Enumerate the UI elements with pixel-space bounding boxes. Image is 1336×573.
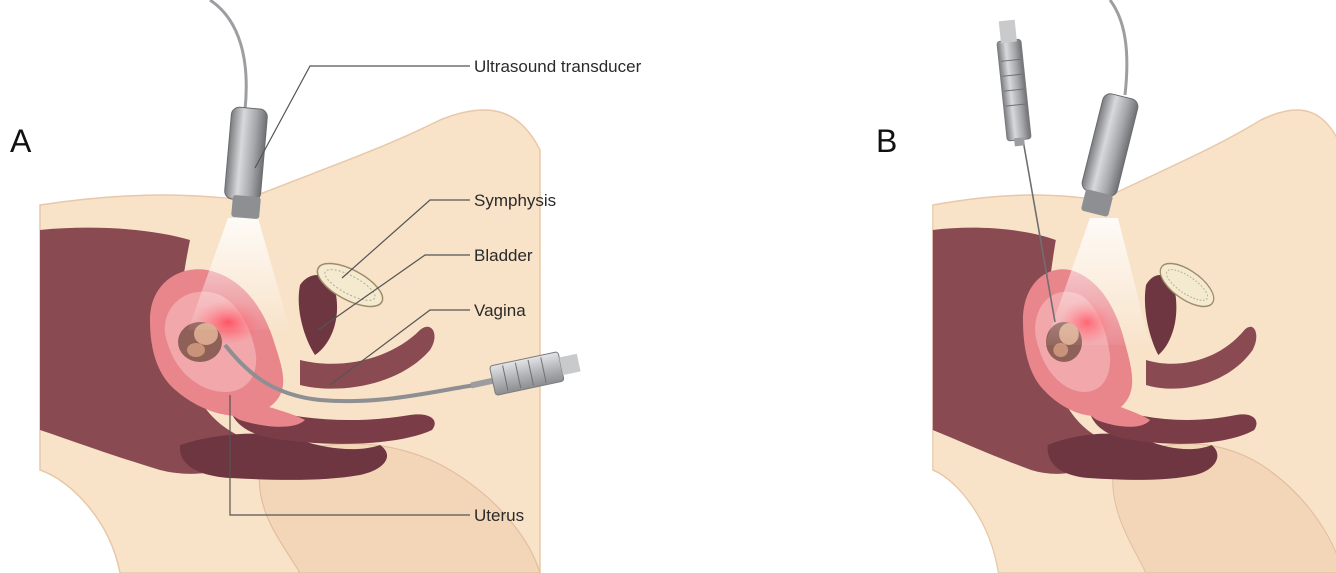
panel-a-letter: A (10, 123, 32, 159)
panel-a: A Ultrasound transducer Symphysis (10, 0, 642, 573)
label-vagina: Vagina (474, 301, 526, 320)
transducer-cable-a (210, 0, 246, 110)
pelvis-cross-section-a (40, 110, 540, 573)
panel-b: B (876, 0, 1336, 573)
label-symphysis: Symphysis (474, 191, 556, 210)
panel-b-letter: B (876, 123, 897, 159)
transducer-cable-b (1110, 0, 1127, 95)
label-uterus: Uterus (474, 506, 524, 525)
ultrasound-transducer-a (224, 107, 268, 202)
label-bladder: Bladder (474, 246, 533, 265)
ultrasound-transducer-b (1080, 92, 1139, 198)
label-ultrasound-transducer: Ultrasound transducer (474, 57, 642, 76)
transducer-head-a (231, 195, 261, 219)
